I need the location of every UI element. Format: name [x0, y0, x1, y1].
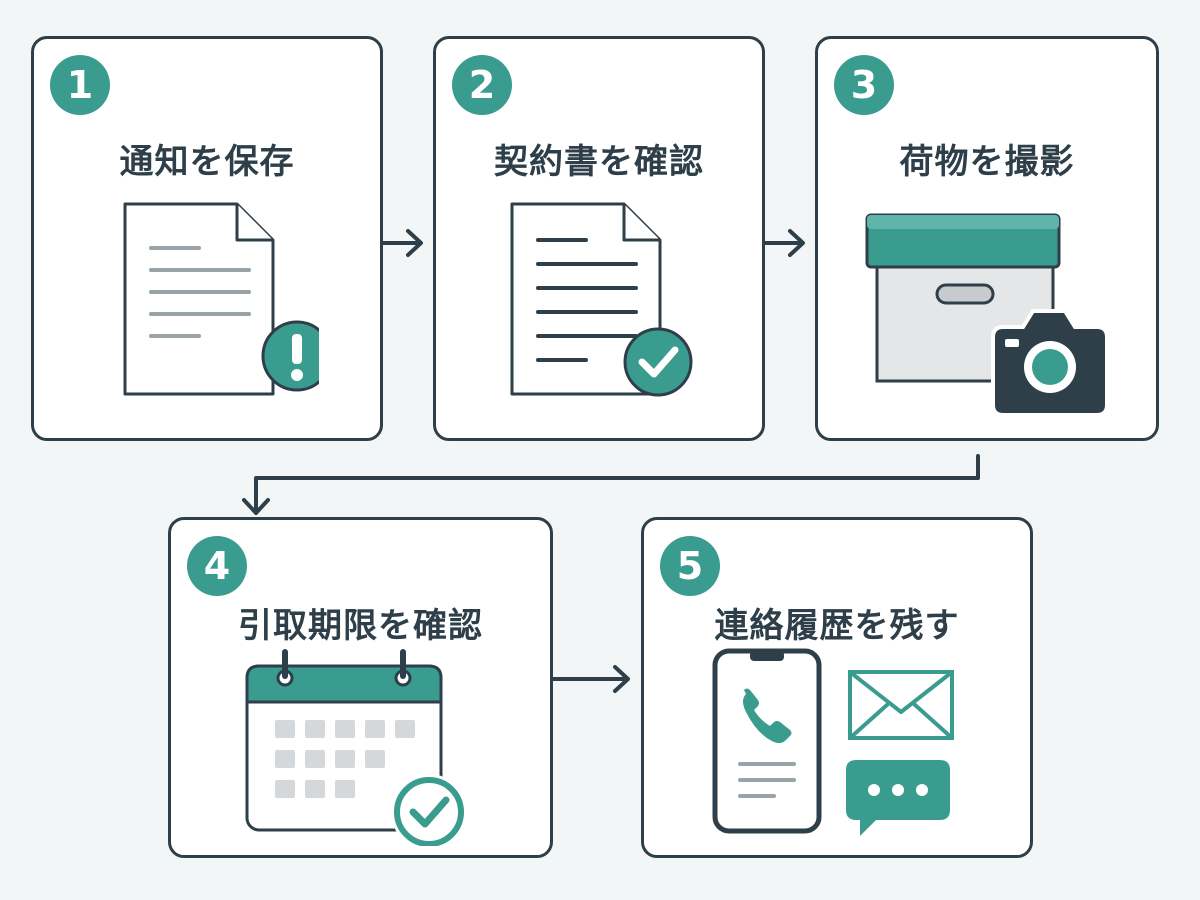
- step-title: 契約書を確認: [494, 142, 704, 182]
- step-card-1: 1 通知を保存: [31, 36, 383, 441]
- step-card-3: 3 荷物を撮影: [815, 36, 1159, 441]
- step-card-4: 4 引取期限を確認: [168, 517, 553, 858]
- arrow-1-to-2: [381, 229, 423, 257]
- step-card-5: 5 連絡履歴を残す: [641, 517, 1033, 858]
- step-title: 連絡履歴を残す: [714, 606, 960, 646]
- arrow-2-to-3: [763, 229, 805, 257]
- box-with-camera-icon: [865, 213, 1109, 417]
- arrow-4-to-5: [551, 665, 630, 693]
- step-title: 引取期限を確認: [238, 606, 483, 646]
- phone-mail-chat-icon: [712, 648, 954, 836]
- envelope-icon: [848, 670, 954, 740]
- document-with-checkmark-icon: [510, 202, 693, 397]
- step-number-badge: 4: [187, 536, 247, 596]
- step-number-badge: 5: [660, 536, 720, 596]
- calendar-with-checkmark-icon: [245, 649, 467, 846]
- arrow-3-to-4: [242, 454, 980, 515]
- step-card-2: 2 契約書を確認: [433, 36, 765, 441]
- step-title: 通知を保存: [119, 142, 295, 182]
- smartphone-icon: [712, 648, 822, 834]
- chat-bubble-icon: [846, 760, 950, 836]
- step-number-badge: 3: [834, 55, 894, 115]
- document-with-exclamation-icon: [123, 202, 319, 396]
- step-number-badge: 2: [452, 55, 512, 115]
- step-title: 荷物を撮影: [899, 142, 1075, 182]
- step-number-badge: 1: [50, 55, 110, 115]
